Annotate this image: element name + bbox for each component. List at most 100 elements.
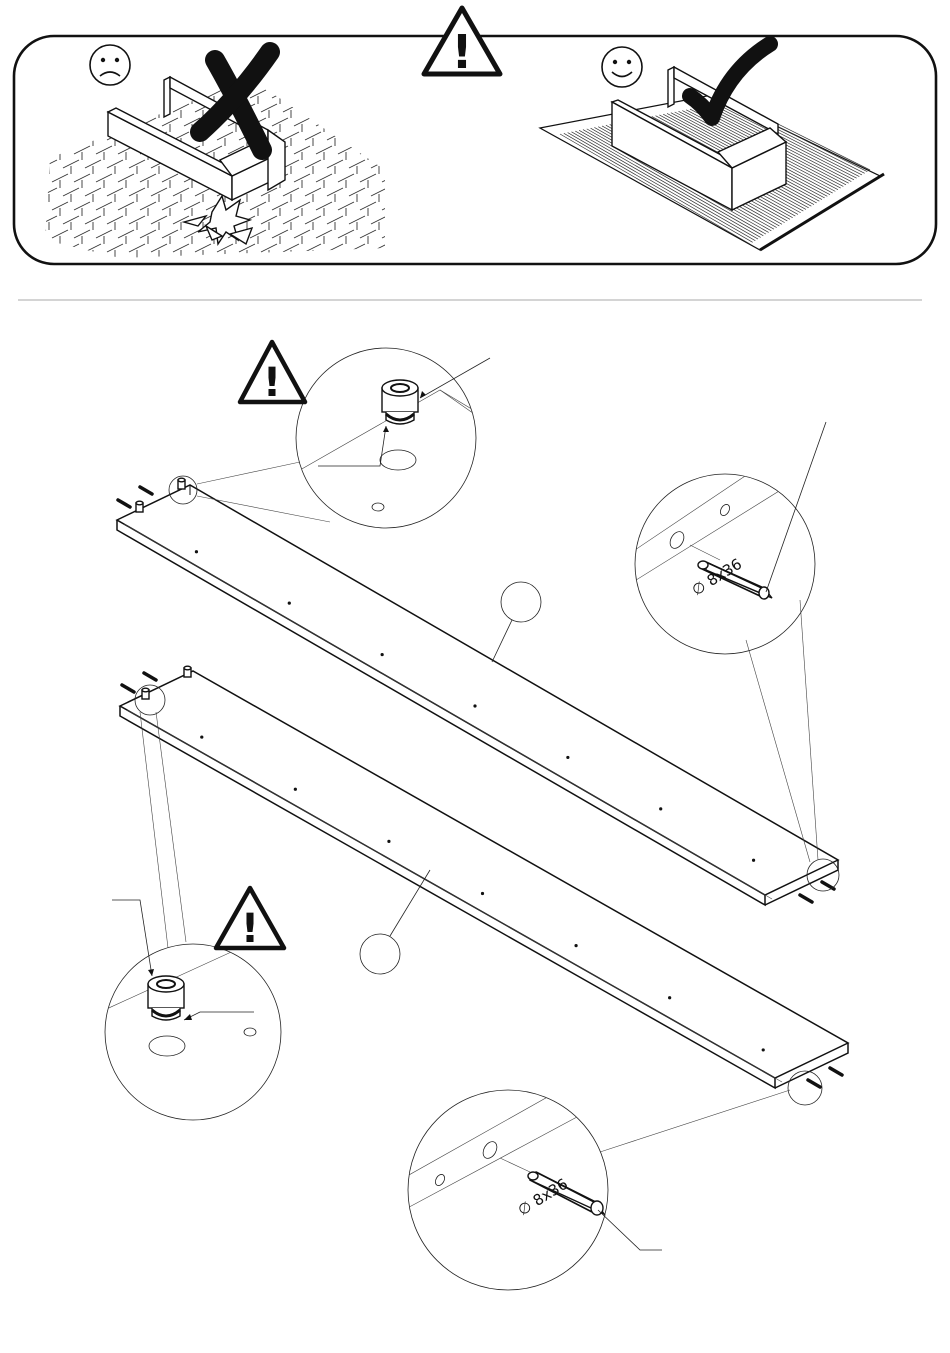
floor-tile-line — [382, 146, 398, 160]
floor-tile-line — [371, 244, 387, 258]
floor-tile-line — [41, 104, 57, 118]
floor-tile-line — [162, 62, 178, 76]
floor-tile-line — [52, 90, 68, 104]
floor-tile-line — [393, 188, 409, 202]
floor-tile-line — [305, 188, 321, 202]
floor-tile-line — [195, 76, 211, 90]
floor-tile-line — [140, 174, 156, 188]
floor-tile-line — [316, 230, 332, 244]
floor-tile-line — [52, 62, 68, 76]
floor-tile-line — [129, 216, 145, 230]
floor-tile-line — [96, 174, 112, 188]
floor-tile-line — [360, 90, 376, 104]
floor-tile-line — [316, 62, 332, 76]
floor-tile-line — [305, 76, 321, 90]
floor-tile-line — [173, 244, 189, 258]
floor-tile-line — [107, 160, 123, 174]
floor-tile-line — [140, 230, 156, 244]
warning-symbol: ! — [263, 360, 281, 406]
floor-tile-line — [349, 104, 365, 118]
floor-tile-line — [30, 174, 46, 188]
floor-tile-line — [338, 62, 354, 76]
floor-tile-line — [294, 174, 310, 188]
floor-tile-line — [118, 62, 134, 76]
floor-tile-line — [294, 146, 310, 160]
floor-tile-line — [129, 244, 145, 258]
floor-tile-line — [327, 244, 343, 258]
floor-tile-line — [349, 216, 365, 230]
floor-tile-line — [305, 216, 321, 230]
floor-tile-line — [118, 230, 134, 244]
floor-tile-line — [382, 90, 398, 104]
floor-tile-line — [74, 118, 90, 132]
floor-tile-line — [283, 188, 299, 202]
floor-tile-line — [250, 90, 266, 104]
floor-tile-line — [283, 76, 299, 90]
floor-tile-line — [41, 188, 57, 202]
floor-tile-line — [338, 118, 354, 132]
panel-hole — [381, 653, 384, 656]
happy-face-icon — [602, 47, 642, 87]
floor-tile-line — [382, 230, 398, 244]
warning-triangle-icon: ! — [216, 888, 284, 952]
floor-tile-line — [371, 76, 387, 90]
floor-tile-line — [85, 216, 101, 230]
floor-tile-line — [294, 62, 310, 76]
panel-hole — [200, 735, 203, 738]
floor-tile-line — [415, 76, 431, 90]
care-banner: ! — [14, 8, 936, 264]
lower-right-detail-callout-ring — [788, 1071, 822, 1105]
panel-hole — [481, 892, 484, 895]
floor-tile-line — [118, 90, 134, 104]
floor-tile-line — [140, 90, 156, 104]
floor-tile-line — [415, 244, 431, 258]
floor-tile-line — [239, 244, 255, 258]
floor-tile-line — [371, 132, 387, 146]
floor-tile-line — [393, 104, 409, 118]
floor-tile-line — [327, 160, 343, 174]
floor-tile-line — [404, 146, 420, 160]
floor-tile-line — [52, 146, 68, 160]
floor-tile-line — [74, 174, 90, 188]
panel-hole — [288, 602, 291, 605]
floor-tile-line — [173, 104, 189, 118]
floor-tile-line — [261, 216, 277, 230]
floor-tile-line — [360, 146, 376, 160]
floor-tile-line — [85, 76, 101, 90]
sad-face-icon — [90, 45, 130, 85]
floor-tile-line — [415, 216, 431, 230]
floor-tile-line — [129, 76, 145, 90]
floor-tile-line — [349, 244, 365, 258]
warning-triangle-icon: ! — [240, 342, 305, 406]
floor-tile-line — [118, 202, 134, 216]
floor-tile-line — [151, 216, 167, 230]
floor-tile-line — [140, 62, 156, 76]
floor-tile-line — [305, 104, 321, 118]
floor-tile-line — [217, 132, 233, 146]
floor-tile-line — [63, 216, 79, 230]
floor-tile-line — [294, 230, 310, 244]
floor-tile-line — [316, 174, 332, 188]
floor-tile-line — [74, 202, 90, 216]
floor-tile-line — [96, 230, 112, 244]
floor-tile-line — [327, 76, 343, 90]
floor-tile-line — [360, 202, 376, 216]
floor-tile-line — [63, 160, 79, 174]
panel-hole — [752, 859, 755, 862]
floor-tile-line — [393, 160, 409, 174]
carcass-on-soft-floor — [612, 67, 786, 210]
panel-hole — [659, 807, 662, 810]
floor-tile-line — [52, 174, 68, 188]
floor-tile-line — [316, 118, 332, 132]
warning-symbol: ! — [452, 25, 473, 79]
floor-tile-line — [63, 188, 79, 202]
floor-tile-line — [140, 202, 156, 216]
floor-tile-line — [360, 174, 376, 188]
floor-tile-line — [85, 188, 101, 202]
floor-tile-line — [162, 174, 178, 188]
floor-tile-line — [107, 188, 123, 202]
floor-tile-line — [41, 216, 57, 230]
floor-tile-line — [404, 62, 420, 76]
floor-tile-line — [195, 244, 211, 258]
